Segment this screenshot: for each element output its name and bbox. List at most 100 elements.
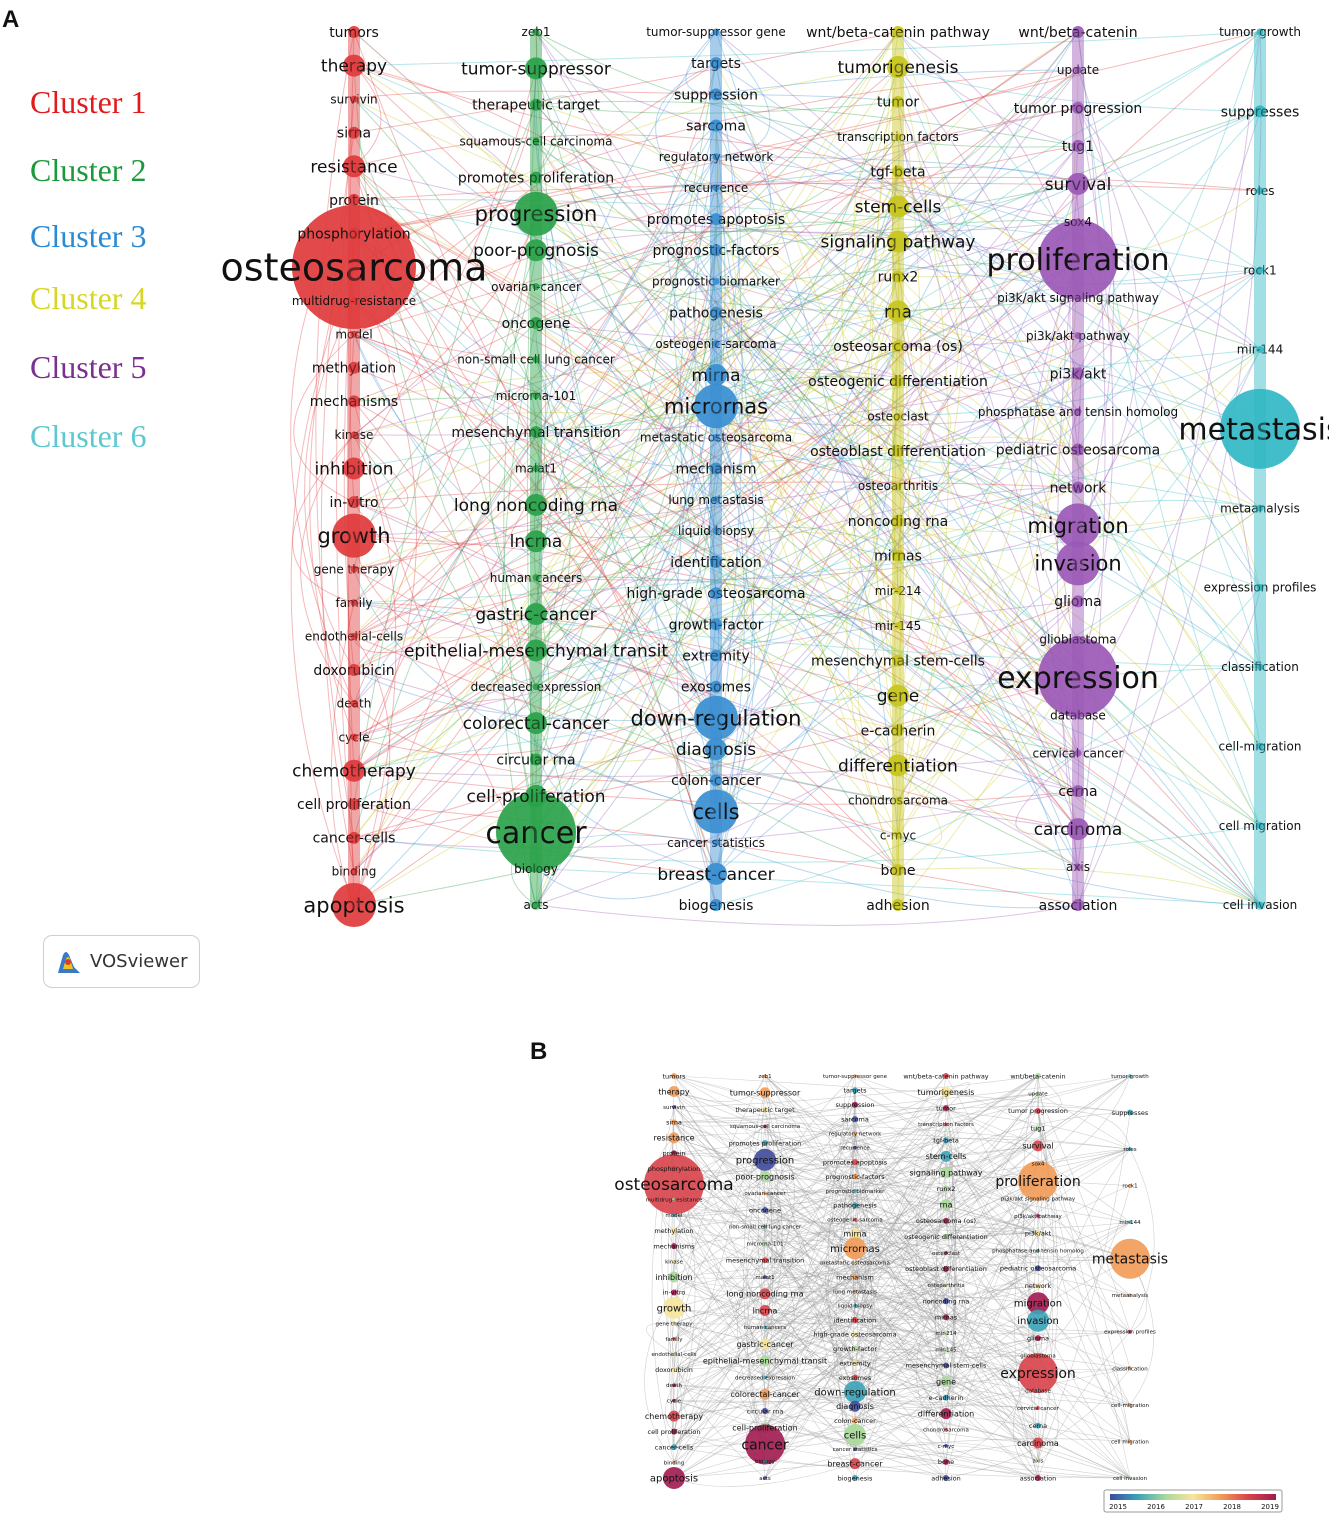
main-node-prognostic-factors[interactable] bbox=[710, 244, 722, 257]
main-node-diagnosis[interactable] bbox=[705, 738, 727, 761]
main-node-family[interactable] bbox=[350, 599, 358, 607]
main-node-survival[interactable] bbox=[1067, 172, 1089, 195]
overlay-node-tgf-beta[interactable] bbox=[943, 1137, 949, 1144]
main-node-oncogene[interactable] bbox=[530, 317, 542, 329]
overlay-node-microrna-101[interactable] bbox=[763, 1241, 767, 1246]
main-node-apoptosis[interactable] bbox=[332, 883, 376, 927]
overlay-node-mesenchymal-transition[interactable] bbox=[762, 1257, 768, 1264]
main-node-suppresses[interactable] bbox=[1254, 105, 1266, 118]
main-node-progression[interactable] bbox=[514, 191, 558, 236]
main-node-axis[interactable] bbox=[1074, 863, 1082, 871]
overlay-node-expression-profiles[interactable] bbox=[1128, 1330, 1132, 1334]
overlay-node-stem-cells[interactable] bbox=[940, 1150, 952, 1162]
main-node-exosomes[interactable] bbox=[710, 680, 722, 693]
main-node-sirna[interactable] bbox=[348, 126, 360, 139]
main-node-cycle[interactable] bbox=[350, 733, 358, 741]
main-node-update[interactable] bbox=[1074, 66, 1082, 74]
overlay-node-roles[interactable] bbox=[1128, 1147, 1132, 1151]
main-node-growth-factor[interactable] bbox=[710, 618, 722, 631]
main-node-extremity[interactable] bbox=[710, 649, 722, 662]
main-node-cell-migration[interactable] bbox=[1256, 822, 1264, 830]
overlay-node-metastasis[interactable] bbox=[1110, 1238, 1150, 1279]
overlay-node-mirna[interactable] bbox=[849, 1228, 861, 1240]
overlay-node-therapy[interactable] bbox=[668, 1085, 680, 1097]
main-node-cells[interactable] bbox=[694, 789, 738, 834]
overlay-node-inhibition[interactable] bbox=[668, 1271, 680, 1283]
overlay-node-growth-factor[interactable] bbox=[852, 1345, 858, 1352]
overlay-node-database[interactable] bbox=[1036, 1388, 1040, 1393]
overlay-node-pi3k-akt[interactable] bbox=[1035, 1230, 1041, 1237]
main-node-promotes-proliferation[interactable] bbox=[530, 171, 542, 184]
overlay-node-tumor-suppressor-gene[interactable] bbox=[853, 1074, 857, 1078]
main-node-lung-metastasis[interactable] bbox=[712, 496, 720, 504]
main-node-targets[interactable] bbox=[710, 57, 722, 70]
main-node-osteoarthritis[interactable] bbox=[894, 482, 902, 490]
main-node-migration[interactable] bbox=[1056, 503, 1100, 548]
overlay-node-survivin[interactable] bbox=[672, 1105, 676, 1109]
main-node-metastasis[interactable] bbox=[1220, 388, 1300, 469]
main-node-inhibition[interactable] bbox=[343, 457, 365, 480]
overlay-node-differentiation[interactable] bbox=[940, 1408, 952, 1420]
overlay-node-survival[interactable] bbox=[1032, 1140, 1044, 1152]
overlay-node-extremity[interactable] bbox=[852, 1360, 858, 1367]
overlay-node-prognostic-biomarker[interactable] bbox=[853, 1189, 857, 1193]
overlay-node-mir-145[interactable] bbox=[944, 1347, 948, 1352]
overlay-node-bone[interactable] bbox=[943, 1458, 949, 1465]
main-node-microrna-101[interactable] bbox=[532, 392, 540, 400]
main-node-wnt-beta-catenin-pathway[interactable] bbox=[892, 26, 904, 38]
main-node-differentiation[interactable] bbox=[887, 754, 909, 777]
main-node-rna[interactable] bbox=[887, 300, 909, 323]
main-node-carcinoma[interactable] bbox=[1067, 818, 1089, 841]
main-node-non-small-cell-lung-cancer[interactable] bbox=[532, 355, 540, 363]
overlay-node-colon-cancer[interactable] bbox=[852, 1417, 858, 1424]
main-node-circular-rna[interactable] bbox=[530, 753, 542, 766]
main-node-wnt-beta-catenin[interactable] bbox=[1072, 26, 1084, 38]
main-node-long-noncoding-rna[interactable] bbox=[525, 493, 547, 516]
overlay-node-chondrosarcoma[interactable] bbox=[944, 1427, 948, 1432]
overlay-node-promotes-apoptosis[interactable] bbox=[852, 1159, 858, 1166]
main-node-resistance[interactable] bbox=[343, 155, 365, 178]
overlay-node-cervical-cancer[interactable] bbox=[1036, 1406, 1040, 1410]
main-node-c-myc[interactable] bbox=[894, 831, 902, 839]
overlay-node-breast-cancer[interactable] bbox=[849, 1458, 861, 1470]
main-node-cervical-cancer[interactable] bbox=[1074, 749, 1082, 757]
main-node-invasion[interactable] bbox=[1056, 541, 1100, 586]
overlay-node-mir-144[interactable] bbox=[1128, 1220, 1132, 1224]
overlay-node-osteosarcoma-os[interactable] bbox=[943, 1217, 949, 1224]
main-node-kinase[interactable] bbox=[350, 431, 358, 439]
main-node-protein[interactable] bbox=[348, 193, 360, 206]
main-node-regulatory-network[interactable] bbox=[712, 153, 720, 161]
main-node-cell-proliferation[interactable] bbox=[348, 798, 360, 811]
overlay-node-family[interactable] bbox=[672, 1337, 676, 1341]
main-node-metastatic-osteosarcoma[interactable] bbox=[712, 433, 720, 441]
main-node-expression[interactable] bbox=[1038, 637, 1118, 718]
overlay-node-wnt-beta-catenin-pathway[interactable] bbox=[943, 1073, 949, 1079]
main-node-mirnas[interactable] bbox=[892, 549, 904, 562]
overlay-node-osteoarthritis[interactable] bbox=[944, 1283, 948, 1287]
overlay-node-cancer-statistics[interactable] bbox=[853, 1447, 857, 1452]
main-node-human-cancers[interactable] bbox=[532, 574, 540, 582]
main-node-biogenesis[interactable] bbox=[710, 899, 722, 911]
main-node-mir-145[interactable] bbox=[894, 622, 902, 630]
main-node-network[interactable] bbox=[1072, 481, 1084, 494]
main-node-association[interactable] bbox=[1072, 899, 1084, 911]
main-node-squamous-cell-carcinoma[interactable] bbox=[532, 137, 540, 145]
main-node-identification[interactable] bbox=[710, 556, 722, 569]
main-node-epithelial-mesenchymal-transit[interactable] bbox=[525, 639, 547, 662]
overlay-node-circular-rna[interactable] bbox=[762, 1408, 768, 1414]
overlay-node-tumorigenesis[interactable] bbox=[940, 1086, 952, 1098]
overlay-node-cell-proliferation[interactable] bbox=[671, 1428, 677, 1435]
overlay-node-decreased-expression[interactable] bbox=[763, 1375, 767, 1380]
overlay-node-sirna[interactable] bbox=[671, 1119, 677, 1126]
main-node-stem-cells[interactable] bbox=[887, 195, 909, 218]
overlay-node-tumors[interactable] bbox=[671, 1073, 677, 1079]
main-node-roles[interactable] bbox=[1256, 187, 1264, 195]
overlay-node-mir-214[interactable] bbox=[944, 1331, 948, 1336]
overlay-node-gastric-cancer[interactable] bbox=[759, 1338, 771, 1350]
overlay-node-invasion[interactable] bbox=[1027, 1309, 1049, 1332]
main-node-tumor-suppressor-gene[interactable] bbox=[712, 28, 720, 36]
overlay-node-progression[interactable] bbox=[754, 1148, 776, 1171]
overlay-node-doxorubicin[interactable] bbox=[671, 1366, 677, 1373]
main-node-osteogenic-differentiation[interactable] bbox=[892, 375, 904, 388]
main-node-cancer[interactable] bbox=[496, 792, 576, 873]
